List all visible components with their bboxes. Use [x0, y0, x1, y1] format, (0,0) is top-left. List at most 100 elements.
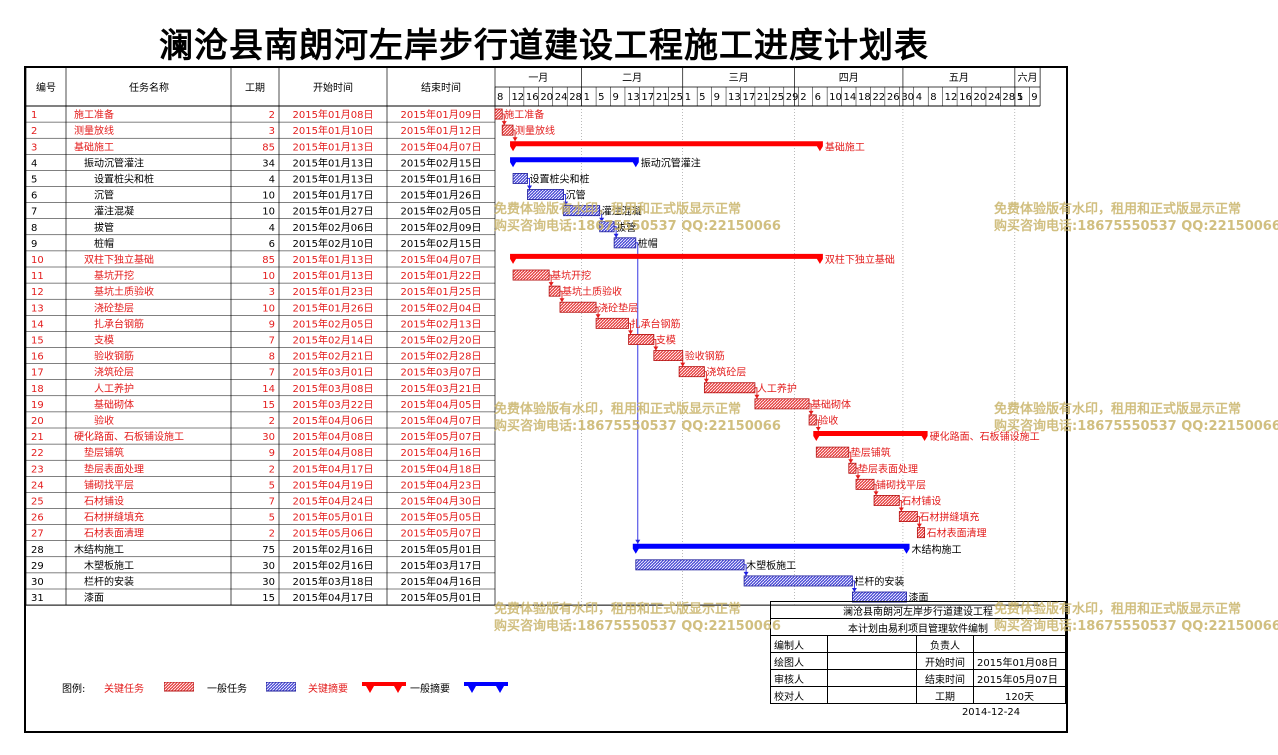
row-duration: 85: [262, 255, 275, 266]
row-end: 2015年04月18日: [401, 462, 482, 475]
task-bar[interactable]: [808, 414, 817, 426]
info-start-label: 开始时间: [916, 652, 974, 670]
task-bar[interactable]: [512, 173, 528, 184]
info-start-value: 2015年01月08日: [973, 652, 1066, 670]
task-bar[interactable]: [563, 205, 601, 217]
task-bar[interactable]: [559, 301, 597, 313]
row-end: 2015年04月30日: [401, 495, 482, 508]
task-bar[interactable]: [916, 527, 925, 539]
day-tick: 9: [613, 92, 619, 103]
dependency-arrow: [501, 121, 507, 126]
month-label: 二月: [622, 72, 642, 84]
task-bar[interactable]: [653, 350, 684, 362]
row-end: 2015年02月05日: [401, 205, 482, 218]
bar-label: 石材表面清理: [927, 527, 987, 540]
task-bar[interactable]: [548, 285, 561, 297]
bar-label: 基础砌体: [811, 398, 851, 411]
row-end: 2015年03月17日: [401, 559, 482, 572]
task-bar[interactable]: [527, 189, 564, 201]
row-start: 2015年01月13日: [293, 253, 374, 266]
bar-label: 扎承台钢筋: [631, 317, 681, 330]
summary-bar[interactable]: [510, 157, 639, 168]
month-label: 六月: [1017, 72, 1037, 84]
day-tick: 9: [714, 92, 720, 103]
summary-bar[interactable]: [510, 253, 823, 264]
summary-bar[interactable]: [813, 431, 928, 441]
row-duration: 14: [262, 384, 275, 395]
task-bar[interactable]: [815, 446, 850, 458]
row-id: 16: [31, 352, 44, 363]
task-bar[interactable]: [501, 124, 514, 136]
task-bar[interactable]: [898, 511, 918, 523]
row-end: 2015年04月23日: [401, 478, 482, 491]
summary-bar[interactable]: [510, 141, 823, 152]
task-bar[interactable]: [703, 382, 756, 394]
row-duration: 15: [262, 593, 275, 604]
task-bar[interactable]: [494, 108, 503, 120]
day-tick: 28: [569, 92, 582, 103]
row-start: 2015年04月17日: [293, 462, 374, 475]
task-bar[interactable]: [635, 559, 745, 571]
row-task-name: 振动沉管灌注: [84, 156, 144, 169]
row-task-name: 垫层表面处理: [84, 462, 144, 475]
info-owner-label: 负责人: [916, 635, 974, 653]
task-bar[interactable]: [855, 478, 875, 490]
task-bar[interactable]: [595, 317, 629, 329]
task-bar[interactable]: [743, 575, 853, 587]
dependency-link: [635, 242, 639, 544]
task-bar[interactable]: [678, 366, 705, 378]
day-tick: 17: [742, 92, 755, 103]
task-bar[interactable]: [848, 462, 857, 474]
task-bar[interactable]: [873, 494, 900, 506]
task-bar[interactable]: [628, 333, 655, 345]
dependency-arrow: [653, 346, 659, 351]
legend-normal-swatch: [266, 682, 296, 692]
row-end: 2015年05月01日: [401, 591, 482, 604]
row-id: 24: [31, 480, 44, 491]
row-id: 10: [31, 255, 44, 266]
task-bar[interactable]: [599, 221, 615, 233]
bar-label: 桩帽: [638, 237, 658, 250]
summary-bar[interactable]: [632, 543, 910, 554]
task-bar[interactable]: [512, 269, 550, 281]
row-duration: 2: [269, 110, 275, 121]
bar-label: 拔管: [616, 221, 636, 234]
task-bar[interactable]: [754, 398, 810, 410]
task-bar[interactable]: [613, 237, 637, 249]
row-start: 2015年01月10日: [293, 124, 374, 137]
row-task-name: 验收: [94, 414, 114, 427]
row-start: 2015年01月08日: [293, 108, 374, 121]
